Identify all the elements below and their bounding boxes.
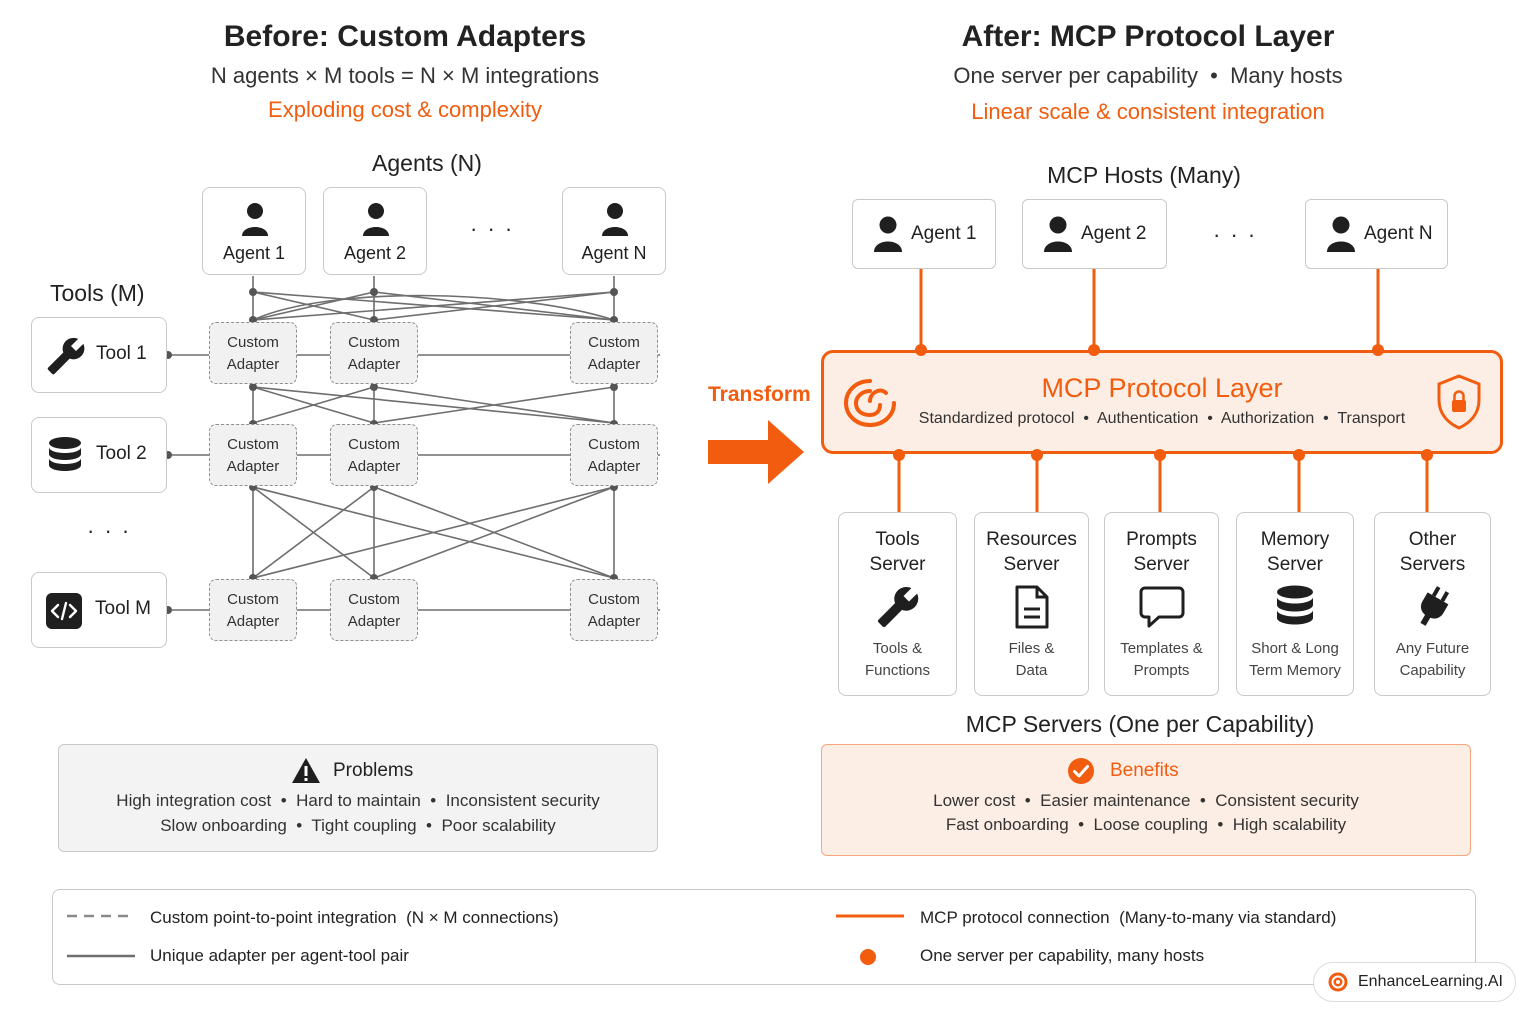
legend-orange-line <box>836 914 904 918</box>
plug-icon <box>1419 586 1449 626</box>
host-box-2[interactable]: Agent 2 <box>1022 199 1167 269</box>
servers-heading: MCP Servers (One per Capability) <box>965 711 1315 737</box>
right-title: After: MCP Protocol Layer <box>961 20 1335 53</box>
person-icon <box>1327 216 1355 252</box>
shield-lock-icon <box>1437 374 1481 430</box>
benefits-line-2: Fast onboarding • Loose coupling • High … <box>945 815 1347 834</box>
wrench-icon <box>47 337 85 375</box>
database-icon <box>1277 585 1313 625</box>
problems-line-2: Slow onboarding • Tight coupling • Poor … <box>160 816 556 835</box>
left-title: Before: Custom Adapters <box>223 20 587 53</box>
check-circle-icon <box>1068 758 1094 784</box>
tool-box-m[interactable]: Tool M <box>31 572 167 648</box>
benefits-title: Benefits <box>1110 760 1179 781</box>
tool-label: Tool 1 <box>96 343 147 364</box>
hosts-heading: MCP Hosts (Many) <box>1047 162 1241 188</box>
brand-badge[interactable]: EnhanceLearning.AI <box>1313 962 1516 1002</box>
legend-solid-label: Unique adapter per agent-tool pair <box>150 946 409 965</box>
legend-orange-line-label: MCP protocol connection (Many-to-many vi… <box>920 908 1337 927</box>
transform-label: Transform <box>708 383 811 406</box>
warning-icon <box>292 758 320 783</box>
agents-ellipsis: · · · <box>470 216 515 241</box>
wrench-icon <box>877 587 918 628</box>
host-label: Agent 1 <box>911 223 977 244</box>
left-highlight: Exploding cost & complexity <box>268 97 542 122</box>
tool-label: Tool 2 <box>96 443 147 464</box>
problems-line-1: High integration cost • Hard to maintain… <box>116 791 600 810</box>
agent-label: Agent 1 <box>222 243 286 263</box>
person-icon <box>363 203 389 236</box>
tools-ellipsis: · · · <box>87 518 132 543</box>
tool-box-1[interactable]: Tool 1 <box>31 317 167 393</box>
database-icon <box>49 437 81 471</box>
problems-title: Problems <box>333 760 414 781</box>
legend-solid-line <box>67 954 135 958</box>
legend-dashed-line <box>67 914 135 918</box>
benefits-box: Benefits Lower cost • Easier maintenance… <box>821 744 1471 856</box>
agent-box-1[interactable]: Agent 1 <box>202 187 306 275</box>
mcp-layer-subtitle: Standardized protocol • Authentication •… <box>918 410 1406 427</box>
agent-label: Agent N <box>581 243 647 263</box>
host-box-1[interactable]: Agent 1 <box>852 199 996 269</box>
person-icon <box>242 203 268 236</box>
transform-arrow-icon <box>708 420 804 484</box>
left-subtitle: N agents × M tools = N × M integrations <box>210 63 600 88</box>
file-icon <box>1015 585 1048 629</box>
benefits-line-1: Lower cost • Easier maintenance • Consis… <box>933 791 1359 810</box>
agents-heading: Agents (N) <box>372 150 482 176</box>
legend-orange-dot-label: One server per capability, many hosts <box>920 946 1205 965</box>
code-icon <box>46 593 82 629</box>
agent-box-n[interactable]: Agent N <box>562 187 666 275</box>
right-subtitle: One server per capability • Many hosts <box>953 63 1343 88</box>
brand-name: EnhanceLearning.AI <box>1358 973 1503 990</box>
legend-dashed-label: Custom point-to-point integration (N × M… <box>150 908 559 927</box>
host-label: Agent 2 <box>1081 223 1147 244</box>
host-box-n[interactable]: Agent N <box>1305 199 1448 269</box>
chat-bubble-icon <box>1139 586 1184 628</box>
agent-label: Agent 2 <box>343 243 407 263</box>
agent-box-2[interactable]: Agent 2 <box>323 187 427 275</box>
tool-box-2[interactable]: Tool 2 <box>31 417 167 493</box>
person-icon <box>1044 216 1072 252</box>
problems-box: Problems High integration cost • Hard to… <box>58 744 658 852</box>
tools-heading: Tools (M) <box>50 280 145 306</box>
host-label: Agent N <box>1364 223 1433 244</box>
tool-label: Tool M <box>95 598 151 619</box>
legend-orange-dot <box>860 949 876 965</box>
mcp-protocol-layer: MCP Protocol Layer Standardized protocol… <box>821 350 1503 454</box>
brand-logo-icon <box>1328 972 1348 992</box>
person-icon <box>602 203 628 236</box>
hosts-ellipsis: · · · <box>1213 222 1258 247</box>
person-icon <box>874 216 902 252</box>
mcp-logo-icon <box>843 379 896 427</box>
legend: Custom point-to-point integration (N × M… <box>52 889 1476 985</box>
mcp-layer-title: MCP Protocol Layer <box>1041 373 1283 403</box>
right-highlight: Linear scale & consistent integration <box>971 99 1325 124</box>
